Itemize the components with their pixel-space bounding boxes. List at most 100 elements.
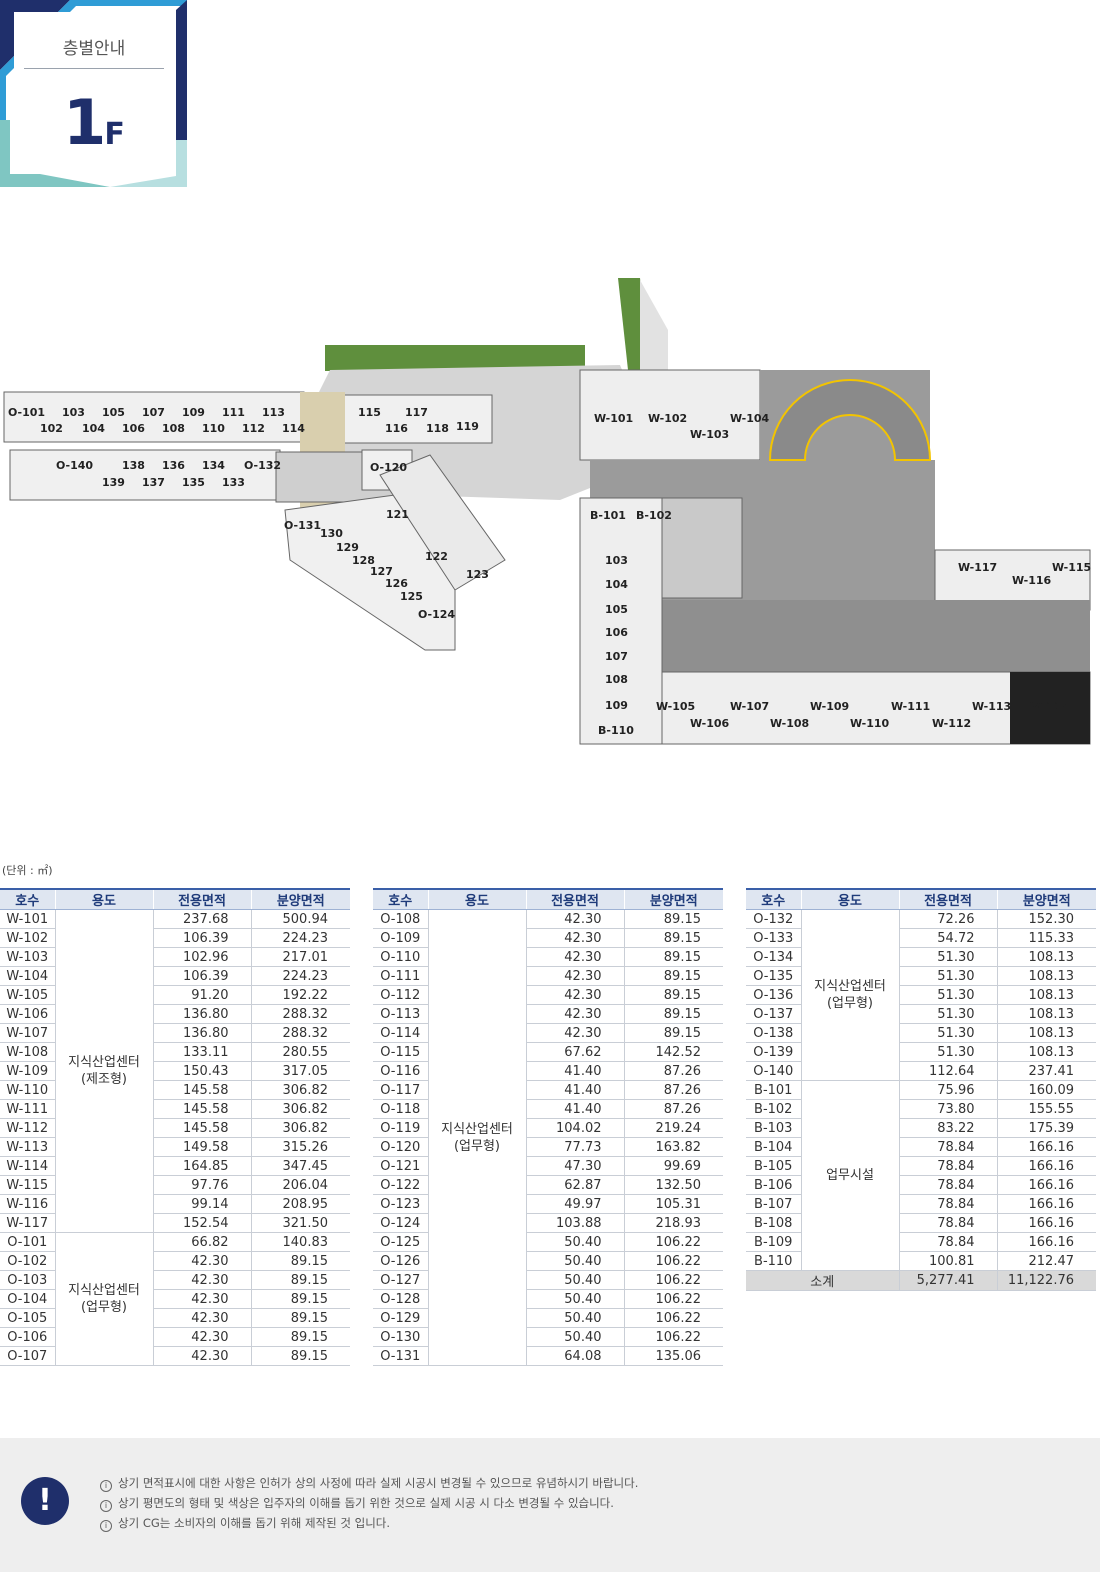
use-type-line: (제조형) — [80, 1072, 128, 1087]
unit-number: O-118 — [373, 1099, 428, 1119]
unit-number: B-102 — [746, 1099, 801, 1119]
use-type: 지식산업센터(업무형) — [427, 909, 526, 1366]
plan-label: 134 — [202, 459, 225, 472]
plan-label: 130 — [320, 527, 343, 540]
sale-area: 108.13 — [996, 1004, 1096, 1024]
sale-area: 315.26 — [250, 1137, 350, 1157]
plan-label: W-110 — [850, 717, 890, 730]
sale-area: 106.22 — [623, 1289, 723, 1309]
unit-number: O-112 — [373, 985, 428, 1005]
unit-number: W-103 — [0, 947, 55, 967]
unit-number: B-107 — [746, 1194, 801, 1214]
exclusive-area: 50.40 — [525, 1308, 624, 1328]
sale-area: 108.13 — [996, 947, 1096, 967]
sale-area: 192.22 — [250, 985, 350, 1005]
plan-label: W-102 — [648, 412, 687, 425]
use-type-line: (업무형) — [826, 996, 874, 1011]
exclusive-area: 51.30 — [898, 947, 997, 967]
column-header-sale: 분양면적 — [623, 888, 723, 910]
notice-text: 상기 평면도의 형태 및 색상은 입주자의 이해를 돕기 위한 것으로 실제 시… — [118, 1496, 614, 1510]
plan-label: 109 — [605, 699, 628, 712]
exclusive-area: 145.58 — [152, 1080, 251, 1100]
sale-area: 224.23 — [250, 928, 350, 948]
sale-area: 160.09 — [996, 1080, 1096, 1100]
sale-area: 224.23 — [250, 966, 350, 986]
exclusive-area: 78.84 — [898, 1137, 997, 1157]
unit-number: O-105 — [0, 1308, 55, 1328]
plan-label: O-124 — [418, 608, 455, 621]
exclusive-area: 49.97 — [525, 1194, 624, 1214]
plan-label: 129 — [336, 541, 359, 554]
plan-label: W-116 — [1012, 574, 1052, 587]
plan-label: 109 — [182, 406, 205, 419]
badge-divider — [24, 68, 164, 69]
notice-text: 상기 CG는 소비자의 이해를 돕기 위해 제작된 것 입니다. — [118, 1516, 391, 1530]
sale-area: 166.16 — [996, 1137, 1096, 1157]
unit-number: O-110 — [373, 947, 428, 967]
sale-area: 317.05 — [250, 1061, 350, 1081]
plan-label: 127 — [370, 565, 393, 578]
exclusive-area: 73.80 — [898, 1099, 997, 1119]
column-header-exclusive: 전용면적 — [152, 888, 251, 910]
exclusive-area: 42.30 — [152, 1251, 251, 1271]
floor-plan: O-101 103 105 107 109 111 113 115 117 11… — [3, 278, 1091, 745]
block-b — [579, 497, 663, 745]
unit-number: B-106 — [746, 1175, 801, 1195]
unit-number: O-113 — [373, 1004, 428, 1024]
plan-label: 102 — [40, 422, 63, 435]
parking-south — [660, 600, 1090, 672]
unit-number: W-113 — [0, 1137, 55, 1157]
unit-number: B-108 — [746, 1213, 801, 1233]
use-type-line: 업무시설 — [826, 1168, 874, 1183]
sale-area: 89.15 — [623, 947, 723, 967]
column-header-use: 용도 — [54, 888, 153, 910]
sale-area: 89.15 — [623, 966, 723, 986]
sale-area: 89.15 — [250, 1346, 350, 1366]
unit-number: O-133 — [746, 928, 801, 948]
sale-area: 89.15 — [623, 909, 723, 929]
column-header-unit: 호수 — [0, 888, 55, 910]
exclusive-area: 42.30 — [152, 1270, 251, 1290]
unit-number: O-119 — [373, 1118, 428, 1138]
sale-area: 163.82 — [623, 1137, 723, 1157]
exclusive-area: 104.02 — [525, 1118, 624, 1138]
badge-panel: 층별안내 1F — [14, 12, 174, 174]
column-header-use: 용도 — [427, 888, 526, 910]
unit-number: B-101 — [746, 1080, 801, 1100]
unit-number: O-127 — [373, 1270, 428, 1290]
plan-label: 139 — [102, 476, 125, 489]
sale-area: 217.01 — [250, 947, 350, 967]
exclusive-area: 42.30 — [525, 909, 624, 929]
exclusive-area: 41.40 — [525, 1099, 624, 1119]
unit-number: O-123 — [373, 1194, 428, 1214]
plan-label: W-113 — [972, 700, 1011, 713]
plan-label: W-111 — [891, 700, 930, 713]
unit-number: O-114 — [373, 1023, 428, 1043]
plan-label: 119 — [456, 420, 479, 433]
sale-area: 135.06 — [623, 1346, 723, 1366]
subtotal-exclusive: 5,277.41 — [898, 1270, 997, 1291]
plan-label: 103 — [605, 554, 628, 567]
plan-label: 113 — [262, 406, 285, 419]
plan-label: 106 — [122, 422, 145, 435]
plan-label: B-110 — [598, 724, 634, 737]
